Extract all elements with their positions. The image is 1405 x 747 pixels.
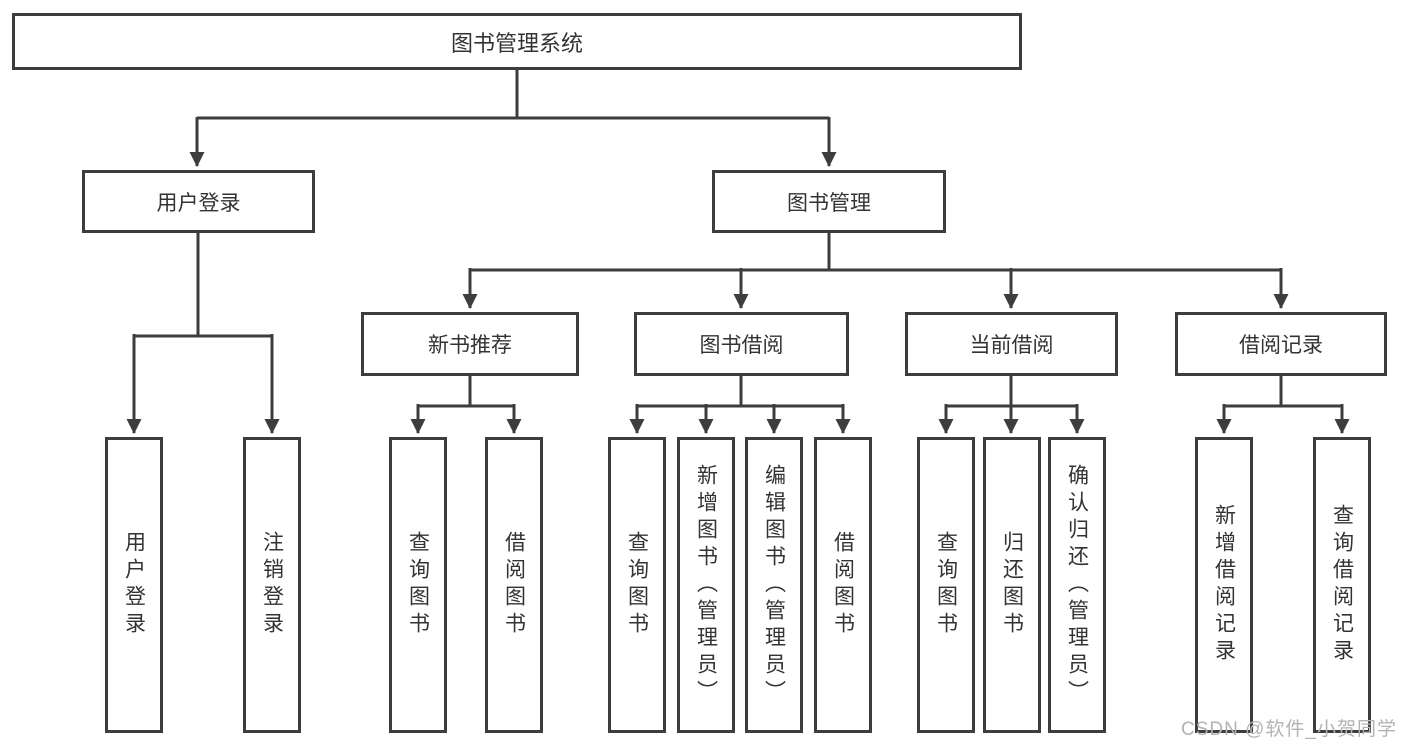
leaf-query-borrow-record: 查询借阅记录 — [1313, 437, 1371, 733]
node-current-borrow: 当前借阅 — [905, 312, 1118, 376]
leaf-label: 查询图书 — [406, 531, 430, 639]
leaf-logout: 注销登录 — [243, 437, 301, 733]
leaf-query-book: 查询图书 — [917, 437, 975, 733]
leaf-label: 借阅图书 — [502, 531, 526, 639]
node-root-title: 图书管理系统 — [12, 13, 1022, 70]
leaf-label: 确认归还（管理员） — [1065, 463, 1089, 707]
leaf-label: 查询借阅记录 — [1330, 504, 1354, 666]
leaf-label: 归还图书 — [1000, 531, 1024, 639]
node-new-book-recommend: 新书推荐 — [361, 312, 579, 376]
leaf-return-book: 归还图书 — [983, 437, 1041, 733]
leaf-label: 查询图书 — [934, 531, 958, 639]
leaf-add-book-admin: 新增图书（管理员） — [677, 437, 735, 733]
leaf-edit-book-admin: 编辑图书（管理员） — [745, 437, 803, 733]
leaf-label: 查询图书 — [625, 531, 649, 639]
leaf-borrow-book: 借阅图书 — [485, 437, 543, 733]
leaf-query-book: 查询图书 — [389, 437, 447, 733]
leaf-label: 注销登录 — [260, 531, 284, 639]
node-book-management: 图书管理 — [712, 170, 946, 233]
node-book-borrow: 图书借阅 — [634, 312, 849, 376]
leaf-query-book: 查询图书 — [608, 437, 666, 733]
leaf-add-borrow-record: 新增借阅记录 — [1195, 437, 1253, 733]
node-borrow-record: 借阅记录 — [1175, 312, 1387, 376]
leaf-confirm-return-admin: 确认归还（管理员） — [1048, 437, 1106, 733]
leaf-label: 借阅图书 — [831, 531, 855, 639]
leaf-label: 新增图书（管理员） — [694, 463, 718, 707]
leaf-borrow-book: 借阅图书 — [814, 437, 872, 733]
leaf-label: 新增借阅记录 — [1212, 504, 1236, 666]
node-user-login: 用户登录 — [82, 170, 315, 233]
leaf-label: 编辑图书（管理员） — [762, 463, 786, 707]
leaf-label: 用户登录 — [122, 531, 146, 639]
leaf-user-login: 用户登录 — [105, 437, 163, 733]
csdn-watermark: CSDN @软件_小贺同学 — [1181, 719, 1397, 740]
